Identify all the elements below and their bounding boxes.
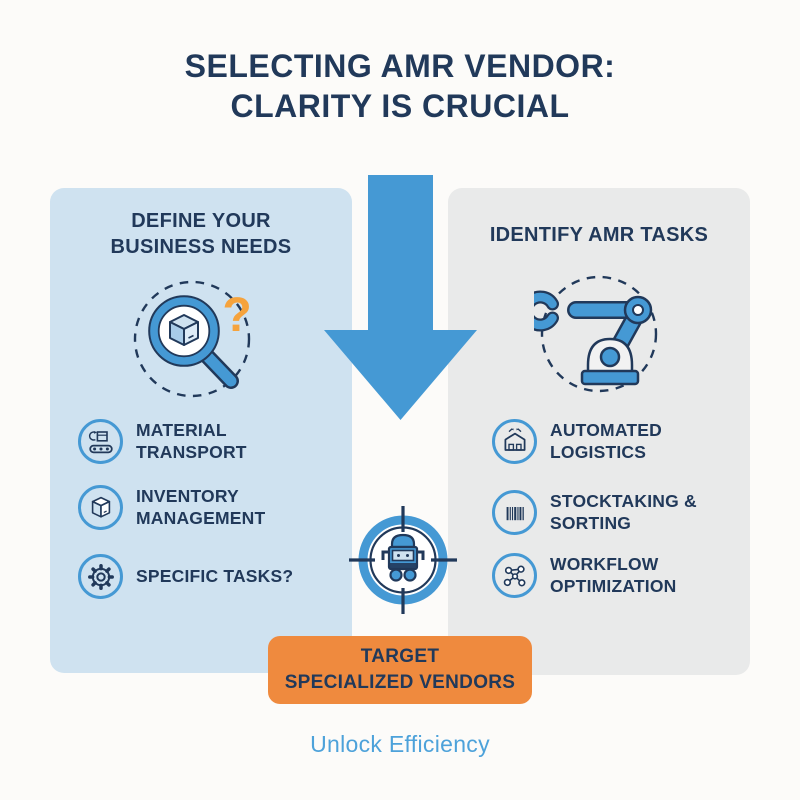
left-panel-header: DEFINE YOUR BUSINESS NEEDS [110,210,292,258]
list-item-specific-tasks: SPECIFIC TASKS? [78,554,293,599]
list-item-stocktaking-sorting: STOCKTAKING & SORTING [492,490,697,535]
target-specialized-vendors-button[interactable]: TARGET SPECIALIZED VENDORS [268,636,532,704]
barcode-icon [492,490,537,535]
list-item-material-transport: MATERIAL TRANSPORT [78,419,247,464]
question-mark: ? [222,289,251,342]
item-label: INVENTORY MANAGEMENT [136,486,266,528]
inventory-box-icon [78,485,123,530]
list-item-automated-logistics: AUTOMATED LOGISTICS [492,419,662,464]
item-label: WORKFLOW OPTIMIZATION [550,554,677,596]
robot-arm-icon [534,275,658,393]
list-item-workflow-optimization: WORKFLOW OPTIMIZATION [492,553,677,598]
page-title: SELECTING AMR VENDOR: CLARITY IS CRUCIAL [184,48,616,124]
identify-amr-tasks-panel: IDENTIFY AMR TASKS [448,188,750,675]
item-label: AUTOMATED LOGISTICS [550,420,662,462]
robot-crosshair-icon [349,506,457,614]
conveyor-transport-icon [78,419,123,464]
down-arrow-icon [324,175,477,420]
network-icon [492,553,537,598]
define-business-needs-panel: DEFINE YOUR BUSINESS NEEDS ? [50,188,352,673]
gear-icon [78,554,123,599]
item-label: SPECIFIC TASKS? [136,565,294,586]
warehouse-icon [492,419,537,464]
magnifier-box-question-icon: ? [133,280,252,398]
list-item-inventory-management: INVENTORY MANAGEMENT [78,485,265,530]
right-panel-header: IDENTIFY AMR TASKS [489,224,709,246]
item-label: STOCKTAKING & SORTING [550,491,697,533]
item-label: MATERIAL TRANSPORT [136,420,247,462]
tagline: Unlock Efficiency [310,731,490,757]
